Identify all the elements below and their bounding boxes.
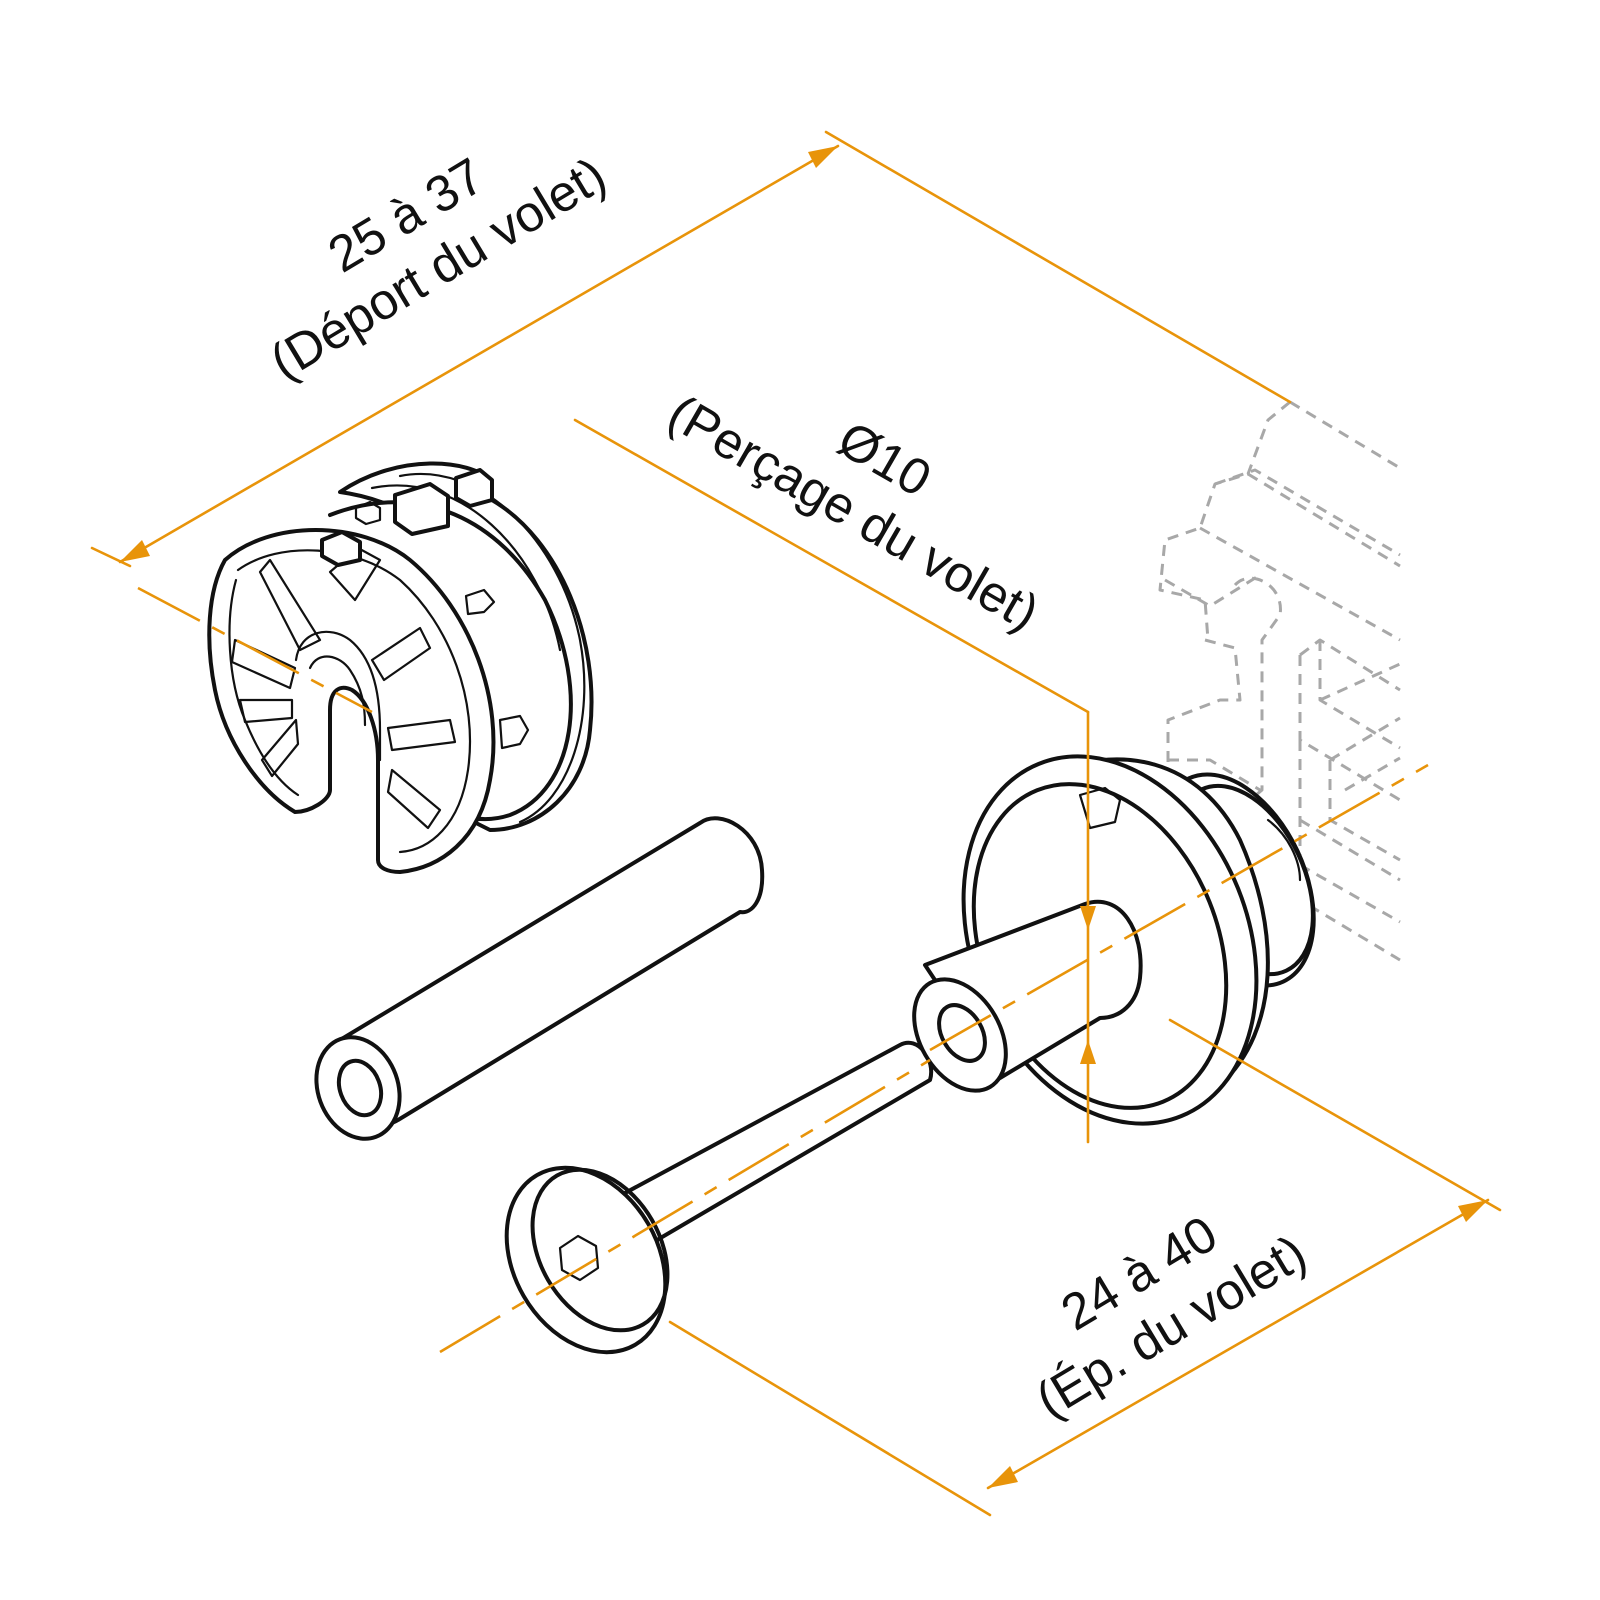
dim-label-thickness: 24 à 40 (Ép. du volet): [1026, 1205, 1315, 1429]
shouldered-bolt: [504, 1040, 934, 1355]
cam-housing: [207, 461, 594, 874]
dim-label-bore: Ø10 (Perçage du volet): [659, 384, 1048, 642]
dim-label-offset: 25 à 37 (Déport du volet): [260, 146, 615, 390]
dimension-lines: [90, 130, 1502, 1517]
dowel-pin: [314, 816, 765, 1141]
flanged-bushing: [912, 754, 1316, 1126]
